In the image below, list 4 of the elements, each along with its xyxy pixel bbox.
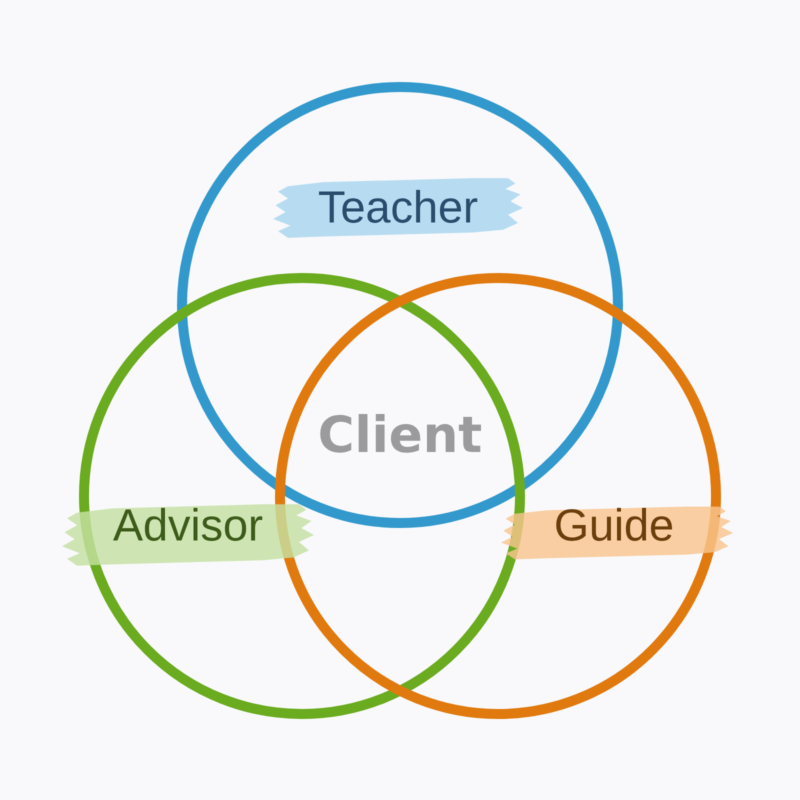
circle-label: Teacher — [318, 184, 478, 230]
circle-label: Advisor — [112, 502, 264, 548]
center-label: Client — [318, 410, 482, 460]
circle-label: Guide — [554, 502, 674, 548]
